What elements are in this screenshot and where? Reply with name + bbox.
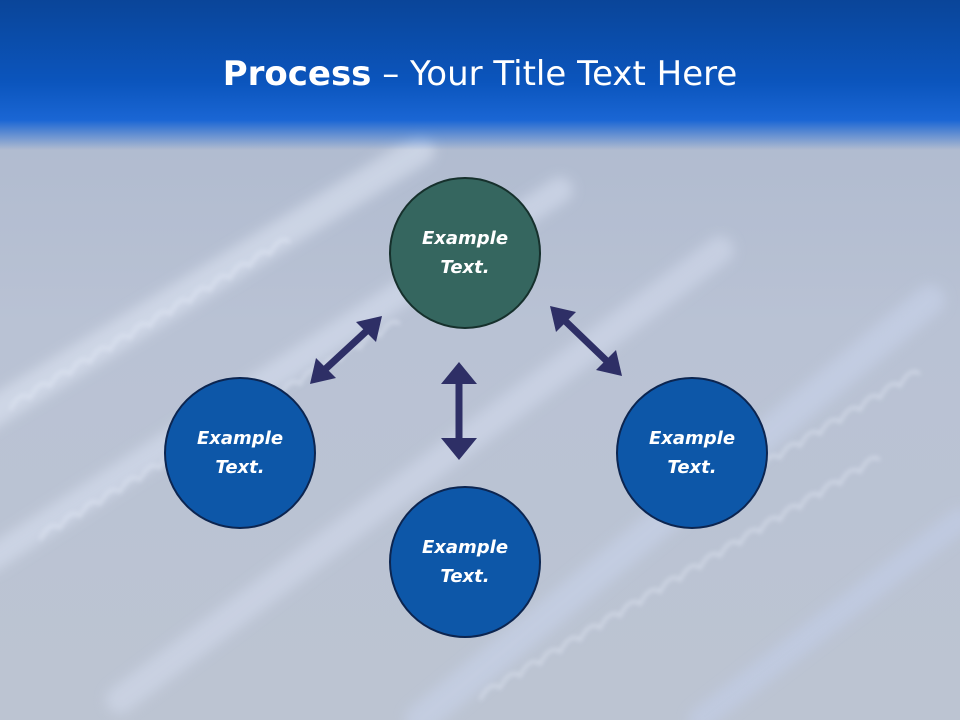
- node-bottom-line1: Example: [421, 537, 509, 558]
- node-right-line1: Example: [648, 428, 736, 449]
- node-left-line1: Example: [196, 428, 284, 449]
- title-bar: [0, 0, 960, 150]
- node-bottom-line2: Text.: [440, 566, 490, 587]
- process-node-left: Example Text.: [164, 377, 316, 529]
- node-top-line1: Example: [421, 228, 509, 249]
- process-node-right: Example Text.: [616, 377, 768, 529]
- title-bold-text: Process: [222, 54, 372, 94]
- node-top-line2: Text.: [440, 257, 490, 278]
- process-node-bottom: Example Text.: [389, 486, 541, 638]
- slide-title: Process – Your Title Text Here: [0, 52, 960, 96]
- title-rest-text: – Your Title Text Here: [371, 54, 738, 94]
- process-node-top: Example Text.: [389, 177, 541, 329]
- node-left-line2: Text.: [215, 457, 265, 478]
- node-right-line2: Text.: [667, 457, 717, 478]
